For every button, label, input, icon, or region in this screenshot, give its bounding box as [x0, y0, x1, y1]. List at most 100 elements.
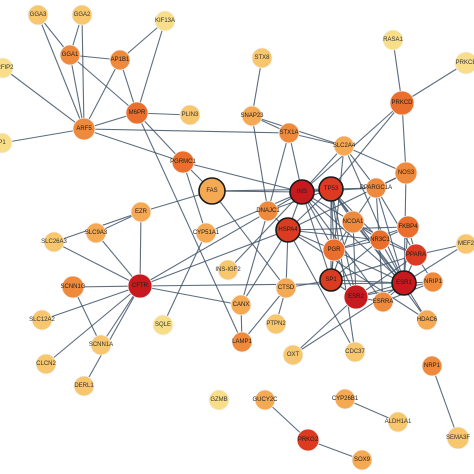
node-snap23[interactable]: SNAP23: [240, 105, 264, 127]
node-circle-sema3f: [446, 426, 470, 450]
node-cyp26b1[interactable]: CYP26B1: [332, 388, 359, 410]
node-slc12a2[interactable]: SLC12A2: [29, 309, 56, 331]
node-sox9[interactable]: SOX9: [351, 449, 373, 471]
node-gga2[interactable]: GGA2: [71, 4, 93, 26]
node-circle-gzmb: [208, 389, 230, 411]
node-prkce[interactable]: PRKCE: [454, 51, 474, 75]
edge-stx1a-dnajc1: [267, 132, 290, 212]
node-circle-prkcd: [389, 90, 415, 116]
node-fas[interactable]: FAS: [198, 177, 226, 205]
node-nrip1[interactable]: NRIP1: [422, 271, 444, 293]
node-circle-sqle: [152, 314, 174, 336]
node-hdac6[interactable]: HDAC6: [416, 309, 438, 331]
node-gzmb[interactable]: GZMB: [208, 389, 230, 411]
node-stx1a[interactable]: STX1A: [278, 122, 300, 144]
node-nr3c1[interactable]: NR3C1: [369, 229, 390, 251]
node-dnajc1[interactable]: DNAJC1: [256, 200, 280, 222]
node-label-aldh1a1: ALDH1A1: [385, 419, 412, 425]
node-gucy2c[interactable]: GUCY2C: [252, 389, 278, 411]
node-circle-ap1b1: [109, 49, 131, 71]
node-aldh1a1[interactable]: ALDH1A1: [385, 411, 412, 433]
node-hspa4[interactable]: HSPA4: [275, 217, 301, 243]
node-m6pr[interactable]: M6PR: [125, 101, 149, 125]
node-mef2[interactable]: MEF2: [455, 233, 474, 255]
node-slc26a3[interactable]: SLC26A3: [41, 231, 68, 253]
node-circle-sox9: [351, 449, 373, 471]
node-plin3[interactable]: PLIN3: [179, 104, 201, 126]
node-circle-slc9a3: [85, 222, 107, 244]
node-pgr[interactable]: PGR: [322, 238, 346, 262]
edge-cftr-derl1: [83, 285, 141, 387]
node-circle-ezr: [130, 201, 152, 223]
node-ctsd[interactable]: CTSD: [275, 277, 297, 299]
edge-arfip2-arf5: [2, 67, 85, 130]
node-label-nos3: NOS3: [398, 170, 415, 176]
node-arfip2[interactable]: ARFIP2: [0, 57, 14, 79]
node-cyp51a1[interactable]: CYP51A1: [193, 222, 220, 244]
node-slc2a4[interactable]: SLC2A4: [333, 135, 356, 157]
node-label-cyp51a1: CYP51A1: [193, 230, 220, 236]
node-lamp1[interactable]: LAMP1: [231, 331, 252, 353]
node-label-prkcd: PRKCD: [391, 100, 413, 106]
node-circle-ins: [289, 179, 315, 205]
node-circle-oxt: [282, 344, 304, 366]
node-sp1[interactable]: SP1: [319, 268, 343, 292]
node-nrp1[interactable]: NRP1: [421, 355, 443, 377]
node-canx[interactable]: CANX: [230, 294, 252, 316]
node-stx8[interactable]: STX8: [251, 47, 273, 69]
node-ap1b1[interactable]: AP1B1: [109, 49, 131, 71]
node-prkcd[interactable]: PRKCD: [389, 90, 415, 116]
node-ins[interactable]: INS: [289, 179, 315, 205]
node-circle-slc2a4: [333, 135, 355, 157]
node-p1[interactable]: P1: [0, 132, 13, 154]
node-ezr[interactable]: EZR: [130, 201, 152, 223]
node-fkbp4[interactable]: FKBP4: [396, 215, 420, 239]
node-prkg2[interactable]: PRKG2: [296, 428, 320, 452]
node-label-mef2: MEF2: [458, 241, 474, 247]
node-circle-scnn1a: [90, 334, 112, 356]
node-clcn2[interactable]: CLCN2: [35, 353, 57, 375]
node-slc9a3[interactable]: SLC9A3: [85, 222, 108, 244]
node-gga3[interactable]: GGA3: [27, 4, 49, 26]
node-gga1[interactable]: GGA1: [59, 44, 81, 66]
node-ppargc1a[interactable]: PPARGC1A: [360, 177, 392, 199]
node-circle-ppara: [404, 243, 428, 267]
node-circle-arf5: [72, 117, 96, 141]
edge-cftr-esr1: [139, 282, 405, 287]
node-sema3f[interactable]: SEMA3F: [446, 426, 470, 450]
node-circle-ctsd: [275, 277, 297, 299]
edge-esr1-ncoa1: [352, 221, 405, 284]
node-sqle[interactable]: SQLE: [152, 314, 174, 336]
node-esrra[interactable]: ESRRA: [372, 291, 394, 313]
node-ncoa1[interactable]: NCOA1: [341, 210, 365, 234]
node-scnn1a[interactable]: SCNN1A: [89, 334, 113, 356]
edge-cyp51a1-sqle: [162, 232, 207, 326]
node-cdc37[interactable]: CDC37: [344, 341, 366, 363]
node-rasa1[interactable]: RASA1: [382, 29, 403, 51]
node-label-tp53: TP53: [324, 186, 339, 192]
node-label-rasa1: RASA1: [383, 37, 403, 43]
node-circle-cdc37: [344, 341, 366, 363]
node-arf5[interactable]: ARF5: [72, 117, 96, 141]
node-cftr[interactable]: CFTR: [127, 273, 153, 299]
node-nos3[interactable]: NOS3: [394, 161, 418, 185]
node-derl1[interactable]: DERL1: [73, 375, 95, 397]
node-esr2[interactable]: ESR2: [343, 284, 369, 310]
node-scnn1g[interactable]: SCNN1G: [60, 275, 86, 299]
node-esr1[interactable]: ESR1: [391, 270, 417, 296]
node-label-dnajc1: DNAJC1: [256, 208, 280, 214]
node-circle-slc26a3: [43, 231, 65, 253]
node-tp53[interactable]: TP53: [318, 176, 344, 202]
node-kif13a[interactable]: KIF13A: [154, 10, 176, 32]
edge-ins-sp1: [301, 191, 332, 281]
node-oxt[interactable]: OXT: [282, 344, 304, 366]
node-ppara[interactable]: PPARA: [404, 243, 428, 267]
edge-nrp1-sema3f: [431, 365, 459, 439]
node-ins-igf2[interactable]: INS-IGF2: [215, 259, 241, 281]
node-pgrmc1[interactable]: PGRMC1: [170, 150, 196, 174]
node-ptpn2[interactable]: PTPN2: [265, 313, 287, 335]
node-layer: GGA3 GGA2 KIF13A ARFIP2 GGA1 AP1B1 STX8 RASA1PR…: [0, 4, 474, 471]
edge-prkcd-tp53: [330, 102, 403, 190]
node-label-canx: CANX: [233, 302, 250, 308]
node-circle-clcn2: [35, 353, 57, 375]
